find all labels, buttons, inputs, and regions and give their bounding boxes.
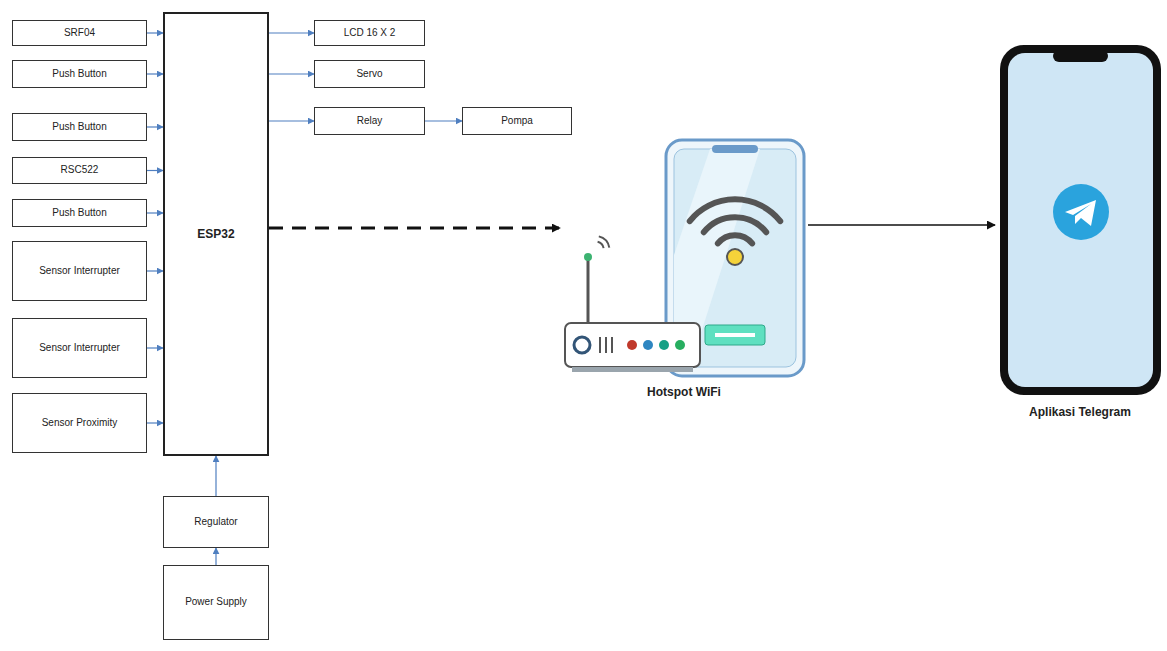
router-button xyxy=(574,337,590,353)
router-vent xyxy=(605,337,607,353)
phone-screen xyxy=(1008,53,1153,387)
component-box: Power Supply xyxy=(163,565,269,640)
box-label: Push Button xyxy=(49,68,109,81)
signal-arrow xyxy=(269,120,314,121)
signal-arrow xyxy=(147,170,163,171)
signal-arrow xyxy=(147,422,163,423)
wireless-link xyxy=(269,227,560,230)
signal-arrow xyxy=(147,126,163,127)
component-box: Push Button xyxy=(12,60,147,88)
signal-arc xyxy=(598,242,604,248)
signal-arrow xyxy=(147,212,163,213)
box-label: Sensor Interrupter xyxy=(36,342,123,355)
hotspot-drawing xyxy=(560,135,808,400)
signal-arrow xyxy=(147,270,163,271)
connect-button xyxy=(705,325,765,345)
router-led xyxy=(643,340,653,350)
signal-arrow xyxy=(215,456,216,496)
box-label: Pompa xyxy=(498,115,536,128)
component-box: SRF04 xyxy=(12,20,147,46)
signal-arrow xyxy=(269,32,314,33)
box-label: Sensor Interrupter xyxy=(36,265,123,278)
component-box: Sensor Interrupter xyxy=(12,318,147,378)
wifi-dot xyxy=(727,249,743,265)
signal-arrow xyxy=(147,32,163,33)
wifi-arc xyxy=(690,199,780,221)
component-box: Regulator xyxy=(163,496,269,548)
phone-app-illustration: Aplikasi Telegram xyxy=(995,40,1165,420)
component-box: Sensor Proximity xyxy=(12,393,147,453)
caption-label: Aplikasi Telegram xyxy=(1026,405,1134,420)
box-label: Push Button xyxy=(49,207,109,220)
component-box: LCD 16 X 2 xyxy=(314,20,425,46)
antenna-tip xyxy=(584,253,592,261)
signal-arrow xyxy=(215,548,216,565)
router-led xyxy=(659,340,669,350)
box-label: Servo xyxy=(353,68,385,81)
router-vent xyxy=(599,337,601,353)
signal-arrow xyxy=(425,120,462,121)
component-box: Servo xyxy=(314,60,425,88)
hotspot-illustration: Hotspot WiFi xyxy=(560,135,808,400)
component-box: RSC522 xyxy=(12,157,147,184)
connect-button-bar xyxy=(715,333,755,337)
box-label: ESP32 xyxy=(194,227,237,242)
signal-arrow xyxy=(147,73,163,74)
controller-box: ESP32 xyxy=(163,12,269,456)
phone-notch xyxy=(1053,50,1108,62)
box-label: LCD 16 X 2 xyxy=(341,27,399,40)
signal-arrow xyxy=(269,73,314,74)
data-link xyxy=(808,224,995,226)
phone-body xyxy=(1000,45,1161,395)
router-base xyxy=(572,367,693,372)
component-box: Relay xyxy=(314,107,425,135)
box-label: SRF04 xyxy=(61,27,98,40)
caption-label: Hotspot WiFi xyxy=(644,385,724,400)
telegram-phone-drawing xyxy=(995,40,1165,420)
component-box: Sensor Interrupter xyxy=(12,241,147,301)
box-label: Regulator xyxy=(191,516,240,529)
signal-arrow xyxy=(147,347,163,348)
box-label: Push Button xyxy=(49,121,109,134)
box-label: RSC522 xyxy=(58,164,102,177)
box-label: Power Supply xyxy=(182,596,250,609)
wifi-arc xyxy=(704,217,766,232)
router-led xyxy=(627,340,637,350)
box-label: Relay xyxy=(354,115,386,128)
router-body xyxy=(565,323,700,367)
paper-plane xyxy=(1065,200,1096,226)
router-vent xyxy=(611,337,613,353)
router-led xyxy=(675,340,685,350)
component-box: Pompa xyxy=(462,107,572,135)
signal-arc xyxy=(599,236,610,247)
component-box: Push Button xyxy=(12,113,147,141)
router-antenna xyxy=(587,260,590,325)
phone-notch xyxy=(712,145,758,153)
box-label: Sensor Proximity xyxy=(39,417,121,430)
wifi-arc xyxy=(718,235,752,243)
telegram-logo xyxy=(1053,184,1109,240)
component-box: Push Button xyxy=(12,199,147,227)
